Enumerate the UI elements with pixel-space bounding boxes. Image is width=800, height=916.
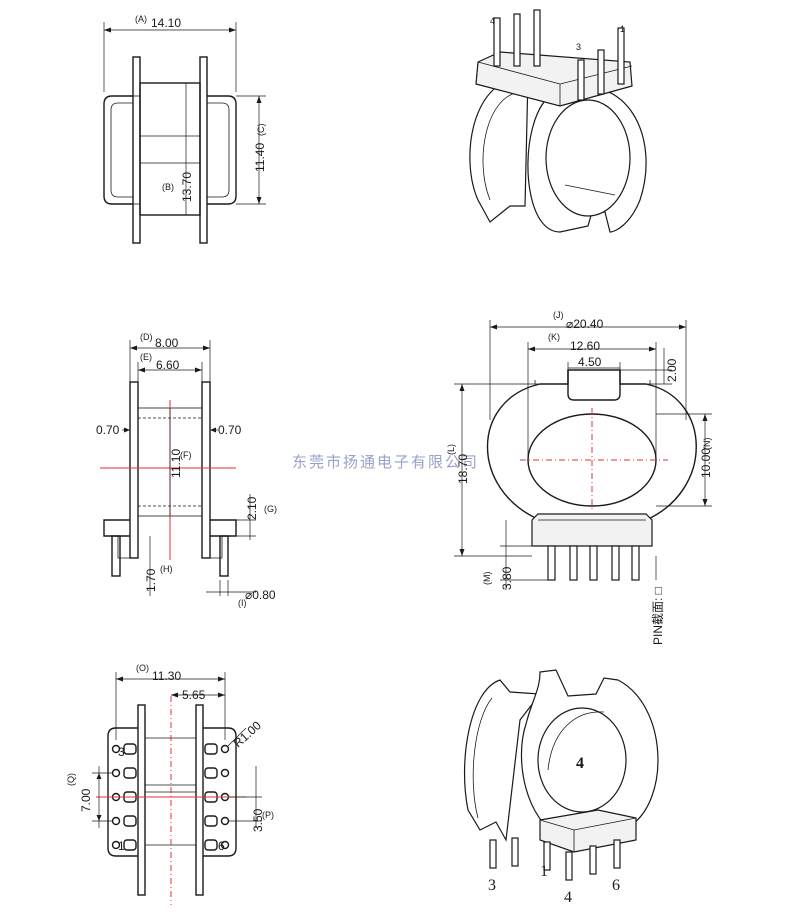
dim-r-value: R1.00 — [231, 718, 264, 750]
dim-h-value: 1.70 — [144, 568, 158, 592]
dim-a-label: (A) — [135, 14, 147, 24]
iso-bottom-base-block — [539, 809, 637, 853]
dim-k-label: (K) — [548, 332, 560, 342]
iso-bottom-pin-6-label: 6 — [612, 877, 620, 894]
dim-h-label: (H) — [160, 564, 173, 574]
iso-top-pin-3-label: 3 — [576, 42, 581, 52]
dim-g-label: (G) — [264, 504, 277, 514]
iso-bottom-center-label: 4 — [576, 755, 584, 772]
bottom-view-pin-holes — [111, 744, 230, 850]
dim-n-value: 10.00 — [699, 448, 713, 478]
iso-bottom-back-flange — [463, 679, 542, 842]
dim-p-value: 3.50 — [251, 808, 265, 832]
end-view-pins — [547, 545, 640, 581]
dim-e-value: 6.60 — [156, 358, 180, 372]
dim-d-label: (D) — [140, 332, 153, 342]
side-view-right-wing — [207, 95, 237, 205]
bottom-view-pin-1-label: 1 — [118, 839, 125, 853]
bottom-view: (O) 11.30 5.65 R1.00 7.00 (Q) 3.50 (P) 3… — [66, 663, 274, 905]
dim-i-label: (I) — [238, 598, 247, 608]
side-view-left-flange — [132, 56, 141, 244]
dim-slot-value: 4.50 — [578, 355, 602, 369]
end-view-slot — [567, 370, 621, 401]
front-view: (D) 8.00 (E) 6.60 0.70 0.70 11.10 (F) 2.… — [96, 332, 277, 608]
front-view-right-flange — [201, 381, 211, 559]
iso-top-bore — [545, 99, 631, 217]
dim-l-value: 18.70 — [456, 454, 470, 484]
dim-o-value: 11.30 — [152, 669, 181, 683]
dim-f-label: (F) — [180, 450, 192, 460]
dim-d-value: 8.00 — [155, 336, 179, 350]
side-view-left-wing — [103, 95, 133, 205]
dim-k-value: 12.60 — [570, 339, 600, 353]
end-view-flange — [486, 369, 697, 521]
dim-j-label: (J) — [553, 310, 564, 320]
bottom-view-left-flange — [137, 704, 146, 896]
dim-half-value: 5.65 — [182, 688, 206, 702]
dim-m-value: 3.80 — [500, 566, 514, 590]
dim-left-value: 0.70 — [96, 423, 120, 437]
dim-m-label: (M) — [482, 572, 492, 586]
dim-f-value: 11.10 — [169, 449, 183, 478]
dim-b-value: 13.70 — [180, 172, 194, 202]
dim-e-label: (E) — [140, 352, 152, 362]
end-view-base — [531, 513, 653, 547]
bottom-view-pin-3-label: 3 — [118, 745, 125, 759]
dim-top-value: 2.00 — [665, 358, 679, 382]
front-view-left-flange — [129, 381, 139, 559]
front-view-base-left — [103, 519, 130, 537]
dim-q-value: 7.00 — [79, 788, 93, 812]
bottom-view-right-flange — [195, 704, 204, 896]
iso-bottom-pin-3-label: 3 — [488, 877, 496, 894]
iso-top-pin-1-label: 1 — [620, 24, 625, 34]
bottom-view-left-base — [107, 727, 138, 857]
bottom-view-right-base — [203, 727, 237, 857]
iso-bottom-pins — [489, 837, 621, 881]
pin-section-note: PIN截面: □ — [651, 587, 665, 645]
iso-top-pins — [493, 9, 625, 101]
isometric-top-view: 4 3 1 — [469, 9, 647, 233]
dim-a-value: 14.10 — [151, 16, 181, 30]
iso-top-pin-4-label: 4 — [490, 16, 495, 26]
dim-i-value: ⌀0.80 — [245, 588, 276, 602]
iso-bottom-pin-1-label: 1 — [540, 863, 548, 880]
isometric-bottom-view: 4 3 1 4 6 — [463, 669, 659, 906]
dim-p-label: (P) — [262, 810, 274, 820]
dim-q-label: (Q) — [66, 773, 76, 786]
side-view-core — [139, 82, 201, 216]
dim-o-label: (O) — [136, 663, 149, 673]
front-view-base-right — [210, 519, 237, 537]
iso-bottom-pin-4-label: 4 — [564, 889, 572, 906]
end-view: (J) ⌀20.40 (K) 12.60 4.50 2.00 10.00 (N)… — [446, 310, 713, 645]
side-view-right-flange — [199, 56, 208, 244]
dim-n-label: (N) — [702, 438, 712, 451]
dim-right-value: 0.70 — [218, 423, 242, 437]
dim-c-label: (C) — [256, 124, 266, 137]
dim-g-value: 2.10 — [245, 496, 259, 520]
front-view-left-pin — [111, 535, 121, 577]
dim-b-label: (B) — [162, 182, 174, 192]
front-view-right-pin — [219, 535, 229, 577]
watermark: 东莞市扬通电子有限公司 — [292, 453, 479, 471]
iso-top-back-flange — [469, 75, 529, 223]
dim-c-value: 11.40 — [253, 143, 267, 172]
side-view: (A) 14.10 11.40 (C) 13.70 (B) — [103, 14, 267, 244]
dim-l-label: (L) — [446, 444, 456, 455]
dim-j-value: ⌀20.40 — [566, 317, 604, 331]
bottom-view-pin-6-label: 6 — [218, 839, 225, 853]
